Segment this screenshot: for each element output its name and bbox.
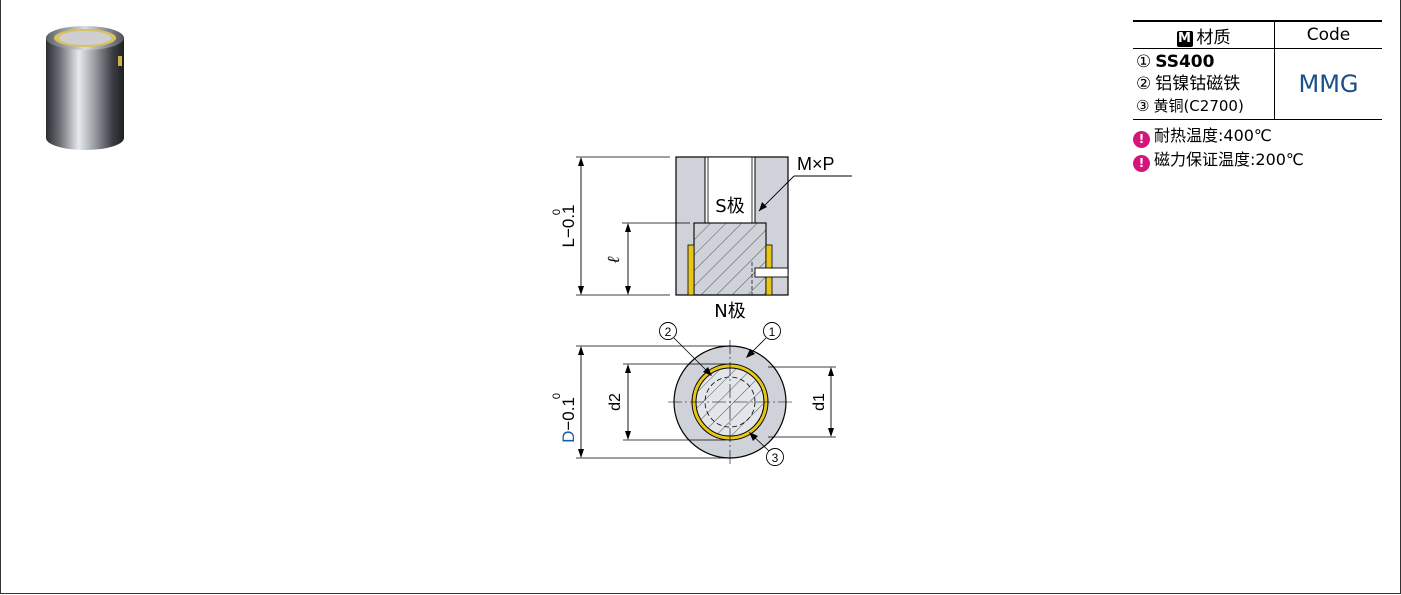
svg-text:2: 2 (665, 325, 672, 339)
d1-dimension-label: d1 (811, 393, 828, 411)
callout-1 (763, 322, 781, 340)
notes: !耐热温度:400℃ !磁力保证温度:200℃ (1133, 124, 1304, 172)
svg-text:3: 3 (772, 451, 779, 465)
L-dimension-label: L−0.1 (559, 204, 578, 247)
L-tolerance-upper: 0 (551, 209, 563, 215)
material-badge: M (1176, 30, 1193, 47)
callout-2 (659, 322, 677, 340)
brass-sleeve-left (687, 244, 695, 296)
warning-icon: ! (1133, 131, 1150, 148)
note-heat-resistance: !耐热温度:400℃ (1133, 124, 1304, 148)
side-view: L−0.1 0 ℓ M×P S极 N极 (551, 154, 852, 322)
s-pole-label: S极 (715, 196, 744, 217)
D-dimension-label: D−0.1 (559, 397, 578, 443)
thread-spec-label: M×P (797, 154, 835, 174)
l-dimension-label: ℓ (604, 256, 623, 263)
warning-icon: ! (1133, 155, 1150, 172)
svg-text:1: 1 (769, 325, 776, 339)
d2-dimension-label: d2 (607, 393, 624, 411)
n-pole-label: N极 (714, 301, 745, 322)
code-header: Code (1274, 20, 1382, 49)
callout-3 (766, 448, 784, 466)
magnet-core-section (693, 222, 767, 296)
technical-drawing: L−0.1 0 ℓ M×P S极 N极 (551, 154, 852, 466)
D-tolerance-upper: 0 (551, 393, 563, 399)
product-photo (46, 26, 124, 150)
bore-hidden-circle (704, 376, 756, 428)
set-pin (754, 267, 789, 278)
note-magnet-temperature: !磁力保证温度:200℃ (1133, 148, 1304, 172)
top-view: D−0.1 0 d2 d1 2 1 3 (551, 322, 836, 466)
threaded-bore (704, 156, 756, 224)
product-code: MMG (1274, 48, 1382, 120)
